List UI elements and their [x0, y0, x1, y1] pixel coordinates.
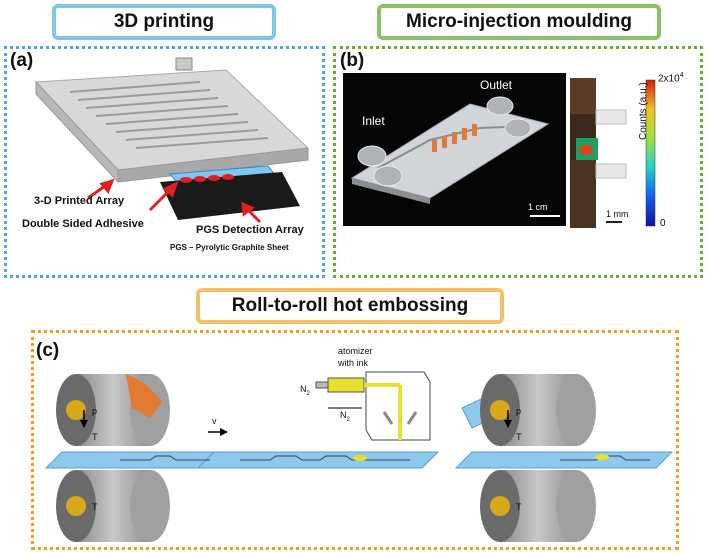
- colorbar-max-value: 2x10: [658, 73, 680, 85]
- panel-a-frame: [4, 46, 325, 278]
- colorbar: [645, 79, 656, 227]
- atomizer-label-2: with ink: [338, 358, 369, 368]
- title-roll-to-roll: Roll-to-roll hot embossing: [196, 288, 504, 324]
- temp-label-right-bottom: T: [516, 502, 522, 512]
- label-double-sided-adhesive: Double Sided Adhesive: [22, 218, 144, 230]
- n2-sub-bottom: 2: [346, 416, 350, 423]
- outlet-label: Outlet: [480, 78, 513, 92]
- pgs-footnote: PGS – Pyrolytic Graphite Sheet: [170, 243, 289, 252]
- colorbar-max: 2x104: [658, 72, 684, 84]
- panel-b-label: (b): [340, 50, 365, 71]
- inlet-label: Inlet: [362, 114, 385, 128]
- pressure-label-right: p: [516, 406, 522, 416]
- n2-text-bottom: N: [340, 410, 347, 420]
- panel-a-label: (a): [10, 50, 34, 71]
- label-3d-printed-array: 3-D Printed Array: [34, 195, 125, 207]
- scale-1mm: 1 mm: [606, 209, 629, 219]
- title-micro-injection: Micro-injection moulding: [377, 4, 661, 40]
- title-3d-printing: 3D printing: [52, 4, 276, 40]
- label-pgs-detection-array: PGS Detection Array: [196, 224, 304, 236]
- temp-label-right-top: T: [516, 432, 522, 442]
- atomizer-label-1: atomizer: [338, 346, 373, 356]
- microfluidic-chip-photo: [343, 73, 656, 228]
- panel-c-frame: [31, 330, 679, 550]
- temp-label-left-top: T: [92, 432, 98, 442]
- scale-1cm: 1 cm: [528, 202, 548, 212]
- panel-c-label: (c): [36, 340, 60, 361]
- n2-sub-top: 2: [306, 390, 310, 397]
- n2-text-top: N: [300, 384, 307, 394]
- colorbar-min: 0: [660, 218, 666, 229]
- printed-array-illustration: [34, 57, 310, 224]
- pressure-label-left: p: [92, 406, 98, 416]
- temp-label-left-bottom: T: [92, 502, 98, 512]
- panel-b-frame: [333, 46, 703, 278]
- n2-label-bottom: N2: [340, 410, 350, 423]
- n2-label-top: N2: [300, 384, 310, 397]
- colorbar-max-exp: 4: [679, 72, 684, 79]
- velocity-label: v: [212, 416, 217, 426]
